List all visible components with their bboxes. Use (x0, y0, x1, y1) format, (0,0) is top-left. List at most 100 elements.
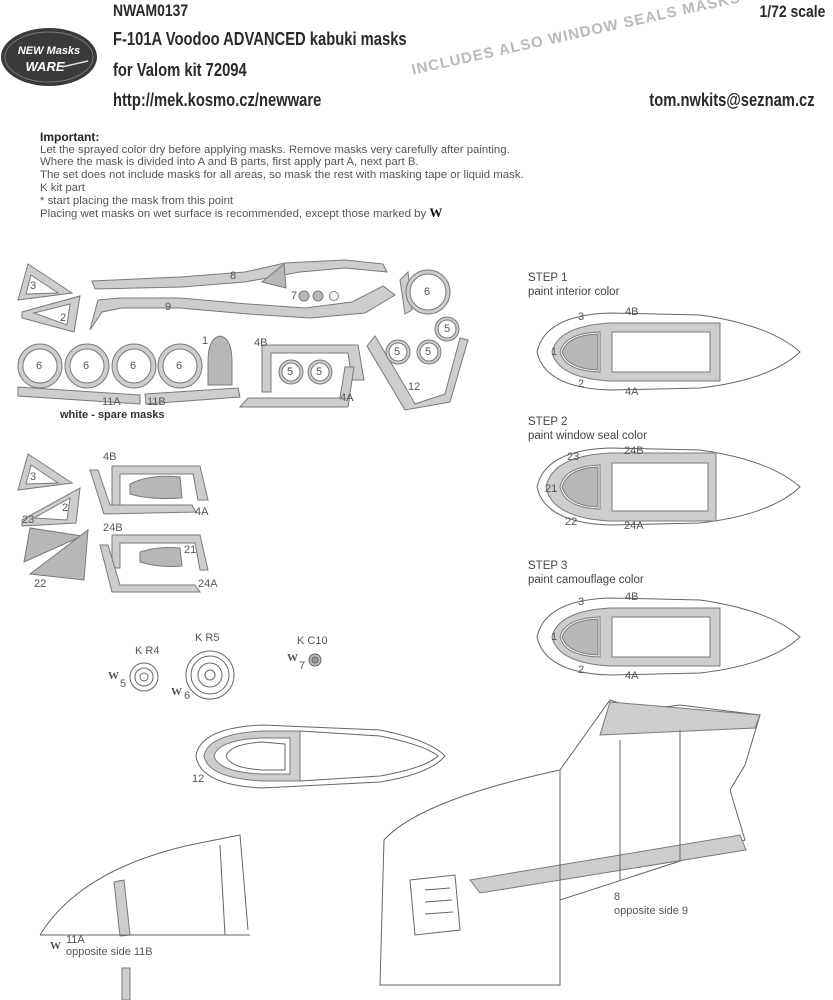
logo-line1: NEW Masks (18, 45, 80, 57)
step2-text: paint window seal color (528, 430, 647, 442)
label-wr5n: 6 (184, 690, 191, 702)
label-5: 5 (444, 323, 451, 335)
label-11a: 11A (102, 396, 121, 408)
mask-23 (23, 527, 84, 563)
tail-drawing (379, 699, 761, 986)
mask-1 (207, 335, 233, 386)
mask-b3 (17, 453, 74, 491)
label-w6d: 6 (176, 360, 183, 372)
step1-heading: STEP 1 paint interior color (528, 271, 619, 299)
scale-label: 1/72 scale (759, 2, 825, 21)
label-kr4: K R4 (135, 645, 160, 657)
label-7: 7 (291, 290, 298, 302)
kit-part-legend: K kit part (40, 181, 85, 194)
label-w5b: 5 (316, 366, 323, 378)
wet-mask-note: Placing wet masks on wet surface is reco… (40, 205, 443, 221)
step1-text: paint interior color (528, 286, 620, 298)
step1-label-a: 3 (578, 311, 585, 323)
label-23: 23 (22, 514, 35, 526)
mask-5a (281, 362, 301, 382)
label-8: 8 (230, 270, 237, 282)
instructions-heading: Important: (40, 130, 100, 144)
website-link[interactable]: http://mek.kosmo.cz/newware (113, 90, 322, 110)
wet-icon-r5: W (171, 686, 182, 698)
label-wr4n: 5 (120, 678, 127, 690)
label-b4a: 4A (195, 506, 209, 518)
step2-diagram (536, 447, 801, 526)
mask-22 (28, 528, 89, 581)
label-nose-11a: 11A (66, 934, 85, 946)
mask-21 (139, 547, 183, 567)
step1-title: STEP 1 (528, 272, 568, 284)
step2-label-d: 22 (565, 516, 578, 528)
logo-oval-icon: NEW Masks WARE (1, 28, 97, 86)
step3-text: paint camouflage color (528, 574, 644, 586)
wet-icon-r4: W (108, 670, 119, 682)
mask-8 (91, 259, 388, 290)
step3-diagram (536, 597, 801, 676)
label-w5d: 5 (425, 346, 432, 358)
mask-7b (312, 290, 324, 302)
mask-7c-spare (329, 291, 339, 301)
step2-label-e: 24A (624, 520, 644, 532)
mask-9 (89, 285, 396, 331)
label-2: 2 (60, 312, 67, 324)
label-b2: 2 (62, 502, 69, 514)
product-code: NWAM0137 (113, 1, 189, 20)
step2-title: STEP 2 (528, 416, 568, 428)
label-tail-opposite: opposite side 9 (614, 905, 688, 917)
label-kr5: K R5 (195, 632, 220, 644)
instruction-line: The set does not include masks for all a… (40, 169, 524, 182)
label-canopy-12: 12 (192, 773, 205, 785)
step3-label-a: 3 (578, 596, 585, 608)
step3-label-c: 1 (551, 631, 558, 643)
wheel-mask-6a (22, 348, 58, 384)
label-24a: 24A (198, 578, 218, 590)
mask-5b (310, 362, 330, 382)
product-subtitle: for Valom kit 72094 (113, 60, 247, 80)
mask-5-spare (437, 319, 457, 339)
mask-8-tab (260, 263, 287, 289)
email-link[interactable]: tom.nwkits@seznam.cz (649, 90, 815, 110)
mask-5d (419, 342, 439, 362)
newware-logo: NEW Masks WARE (0, 27, 98, 87)
label-w6b: 6 (83, 360, 90, 372)
step2-label-c: 21 (545, 483, 558, 495)
step3-label-d: 2 (578, 664, 585, 676)
label-w5c: 5 (394, 346, 401, 358)
mask-b2 (21, 487, 81, 527)
mask-24a (99, 544, 201, 593)
label-kc10: K C10 (297, 635, 328, 647)
mask-7a (298, 290, 310, 302)
instructions-block: Important: Let the sprayed color dry bef… (40, 131, 524, 221)
wet-icon-c10: W (287, 652, 298, 664)
label-4b: 4B (254, 337, 268, 349)
mask-12 (366, 335, 469, 411)
step3-title: STEP 3 (528, 560, 568, 572)
wheel-mask-6b (69, 348, 105, 384)
wheel-mask-6c (116, 348, 152, 384)
wheel-drawings (129, 650, 322, 700)
start-point-legend: * start placing the mask from this point (40, 194, 234, 207)
mask-4a (238, 366, 355, 408)
step2-heading: STEP 2 paint window seal color (528, 415, 647, 443)
label-24b: 24B (103, 522, 123, 534)
step1-label-b: 4B (625, 306, 639, 318)
wet-symbol-icon: W (429, 205, 443, 221)
step2-label-b: 24B (624, 445, 644, 457)
step2-label-a: 23 (567, 451, 580, 463)
step3-heading: STEP 3 paint camouflage color (528, 559, 644, 587)
instruction-line: Where the mask is divided into A and B p… (40, 156, 419, 169)
wet-icon-nose: W (50, 940, 61, 952)
mask-b4b (111, 465, 209, 509)
label-22: 22 (34, 578, 47, 590)
mask-3 (17, 263, 74, 301)
mask-24b (111, 534, 209, 571)
mask-5c (388, 342, 408, 362)
product-title: F-101A Voodoo ADVANCED kabuki masks (113, 29, 407, 49)
label-wc10n: 7 (299, 660, 306, 672)
mask-6-spare (409, 273, 447, 311)
mask-b-insert (129, 475, 183, 499)
mask-sheet-upper (17, 259, 469, 411)
canopy-drawing (195, 724, 446, 789)
